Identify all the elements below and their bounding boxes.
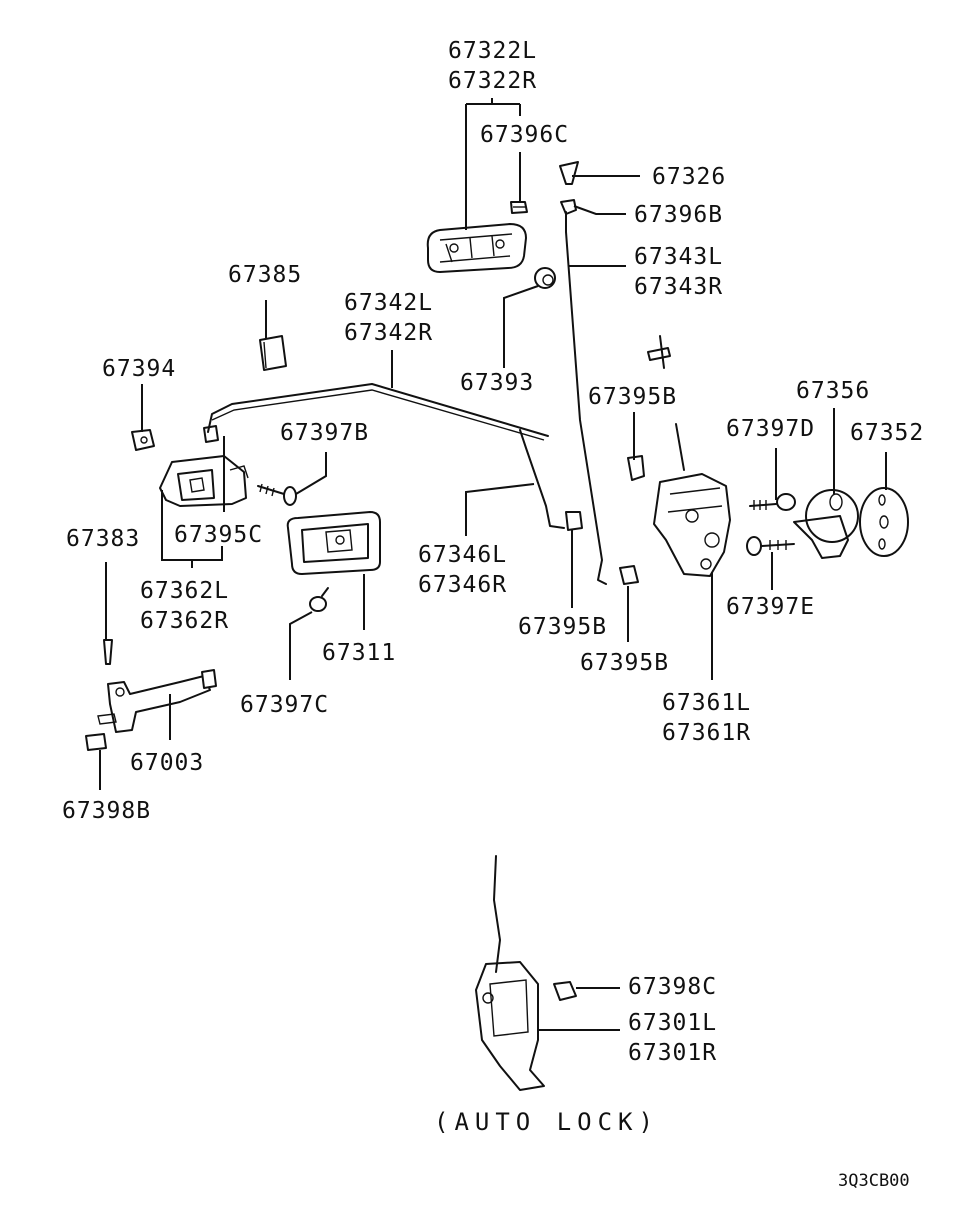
shim-plate-part bbox=[859, 487, 909, 557]
label-67383: 67383 bbox=[66, 526, 140, 552]
clip-67396C-part bbox=[510, 201, 528, 214]
diagram-code: 3Q3CB00 bbox=[838, 1171, 910, 1191]
label-67301-right: 67301R bbox=[628, 1040, 717, 1066]
label-67003: 67003 bbox=[130, 750, 204, 776]
pad-part bbox=[259, 335, 287, 371]
clip-67395B-top-part bbox=[627, 455, 645, 481]
label-67346-right: 67346R bbox=[418, 572, 507, 598]
pin-67383-part bbox=[103, 639, 113, 665]
label-67398B: 67398B bbox=[62, 798, 151, 824]
label-67362-left: 67362L bbox=[140, 578, 229, 604]
actuator-top-part bbox=[647, 335, 671, 369]
striker-part bbox=[793, 489, 859, 559]
label-67395C: 67395C bbox=[174, 522, 263, 548]
label-67311: 67311 bbox=[322, 640, 396, 666]
label-67397E: 67397E bbox=[726, 594, 815, 620]
label-67395B-low: 67395B bbox=[580, 650, 669, 676]
screw-67397B-part bbox=[257, 483, 297, 506]
label-67343-right: 67343R bbox=[634, 274, 723, 300]
label-67394: 67394 bbox=[102, 356, 176, 382]
label-67361-left: 67361L bbox=[662, 690, 751, 716]
grommet-67396B-part bbox=[560, 199, 577, 215]
lock-rod-part bbox=[565, 211, 607, 585]
bushing-part bbox=[534, 267, 556, 289]
clip-67395B-mid-part bbox=[565, 511, 583, 531]
label-67397C: 67397C bbox=[240, 692, 329, 718]
label-67397D: 67397D bbox=[726, 416, 815, 442]
label-67398C: 67398C bbox=[628, 974, 717, 1000]
label-67396B: 67396B bbox=[634, 202, 723, 228]
label-67342-right: 67342R bbox=[344, 320, 433, 346]
inside-handle-part bbox=[159, 425, 249, 507]
auto-lock-actuator-part bbox=[475, 855, 577, 1091]
label-67322-right: 67322R bbox=[448, 68, 537, 94]
leader-lines bbox=[99, 98, 887, 1031]
label-67385: 67385 bbox=[228, 262, 302, 288]
label-67301-left: 67301L bbox=[628, 1010, 717, 1036]
door-check-part bbox=[97, 669, 217, 733]
rod-67346-part bbox=[519, 429, 565, 529]
bolt-67398B-part bbox=[85, 733, 107, 751]
label-67396C: 67396C bbox=[480, 122, 569, 148]
label-67322-left: 67322L bbox=[448, 38, 537, 64]
label-67393: 67393 bbox=[460, 370, 534, 396]
screw-67397C-part bbox=[309, 587, 329, 612]
part-labels: 67322L 67322R 67396C 67326 67396B 67343L… bbox=[62, 38, 924, 1066]
outside-handle-part bbox=[426, 223, 527, 273]
lock-knob-part bbox=[559, 161, 579, 185]
bezel-part bbox=[286, 511, 381, 575]
label-67395B-top: 67395B bbox=[588, 384, 677, 410]
screw-67397D-part bbox=[749, 493, 796, 511]
label-67395B-mid: 67395B bbox=[518, 614, 607, 640]
label-67343-left: 67343L bbox=[634, 244, 723, 270]
label-67362-right: 67362R bbox=[140, 608, 229, 634]
remote-rod-part bbox=[207, 383, 549, 441]
label-67346-left: 67346L bbox=[418, 542, 507, 568]
door-latch-part bbox=[653, 423, 731, 577]
clip-67394-part bbox=[131, 429, 155, 451]
auto-lock-caption: (AUTO LOCK) bbox=[434, 1108, 659, 1136]
label-67342-left: 67342L bbox=[344, 290, 433, 316]
label-67356: 67356 bbox=[796, 378, 870, 404]
screw-67397E-part bbox=[746, 536, 795, 556]
label-67352: 67352 bbox=[850, 420, 924, 446]
clip-67395B-low-part bbox=[619, 565, 639, 585]
label-67397B: 67397B bbox=[280, 420, 369, 446]
label-67361-right: 67361R bbox=[662, 720, 751, 746]
label-67326: 67326 bbox=[652, 164, 726, 190]
